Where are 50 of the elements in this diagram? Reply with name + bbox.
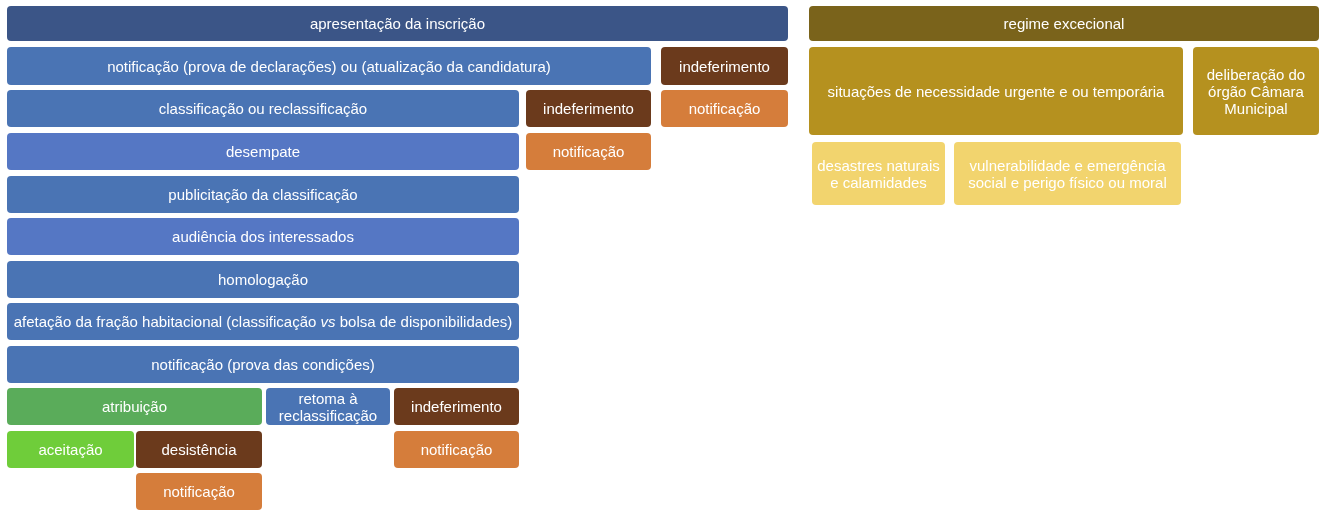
process-box bbox=[526, 90, 651, 127]
process-box bbox=[7, 6, 788, 41]
box-label: indeferimento bbox=[679, 57, 770, 75]
process-box bbox=[1193, 47, 1319, 135]
box-label: retoma à reclassificação bbox=[277, 389, 379, 424]
process-box bbox=[7, 90, 519, 127]
process-box bbox=[7, 47, 651, 85]
box-label: apresentação da inscrição bbox=[309, 15, 486, 32]
process-box bbox=[7, 303, 519, 340]
process-box bbox=[7, 431, 134, 468]
process-box bbox=[661, 90, 788, 127]
process-box bbox=[394, 388, 519, 425]
box-label: atribuição bbox=[101, 398, 167, 415]
process-box bbox=[7, 261, 519, 298]
process-box bbox=[661, 47, 788, 85]
box-label: desistência bbox=[161, 441, 237, 458]
box-label: aceitação bbox=[38, 441, 103, 458]
box-label: desempate bbox=[225, 143, 301, 160]
box-label: indeferimento bbox=[543, 100, 634, 117]
process-box bbox=[7, 346, 519, 383]
box-label: notificação bbox=[163, 483, 235, 500]
process-box bbox=[812, 142, 945, 205]
box-label: desastres naturais e calamidades bbox=[816, 156, 941, 191]
box-label: deliberação do órgão Câmara Municipal bbox=[1205, 65, 1307, 117]
process-box bbox=[809, 6, 1319, 41]
box-label: notificação bbox=[420, 441, 493, 458]
box-label: regime excecional bbox=[1003, 15, 1125, 32]
box-label: audiência dos interessados bbox=[172, 228, 354, 245]
box-label: notificação (prova de declarações) ou (atualização da candidatura) bbox=[107, 57, 551, 75]
process-box bbox=[954, 142, 1181, 205]
box-label: classificação ou reclassificação bbox=[158, 100, 368, 117]
box-label: notificação bbox=[552, 143, 625, 160]
box-label: afetação da fração habitacional (classificação vs bolsa de disponibilidades) bbox=[13, 313, 513, 330]
process-box bbox=[7, 388, 262, 425]
box-label: situações de necessidade urgente e ou temporária bbox=[827, 82, 1165, 100]
process-box bbox=[136, 431, 262, 468]
box-label: indeferimento bbox=[411, 398, 502, 415]
process-box bbox=[7, 133, 519, 170]
box-label: publicitação da classificação bbox=[168, 186, 358, 203]
process-box bbox=[7, 176, 519, 213]
process-box bbox=[526, 133, 651, 170]
box-label: notificação (prova das condições) bbox=[151, 356, 375, 373]
process-box bbox=[266, 388, 390, 425]
box-label: homologação bbox=[217, 271, 309, 288]
box-label: vulnerabilidade e emergência social e perigo físico ou moral bbox=[967, 156, 1168, 191]
process-box bbox=[394, 431, 519, 468]
process-box bbox=[7, 218, 519, 255]
process-box bbox=[809, 47, 1183, 135]
box-label: notificação bbox=[688, 100, 761, 117]
process-box bbox=[136, 473, 262, 510]
